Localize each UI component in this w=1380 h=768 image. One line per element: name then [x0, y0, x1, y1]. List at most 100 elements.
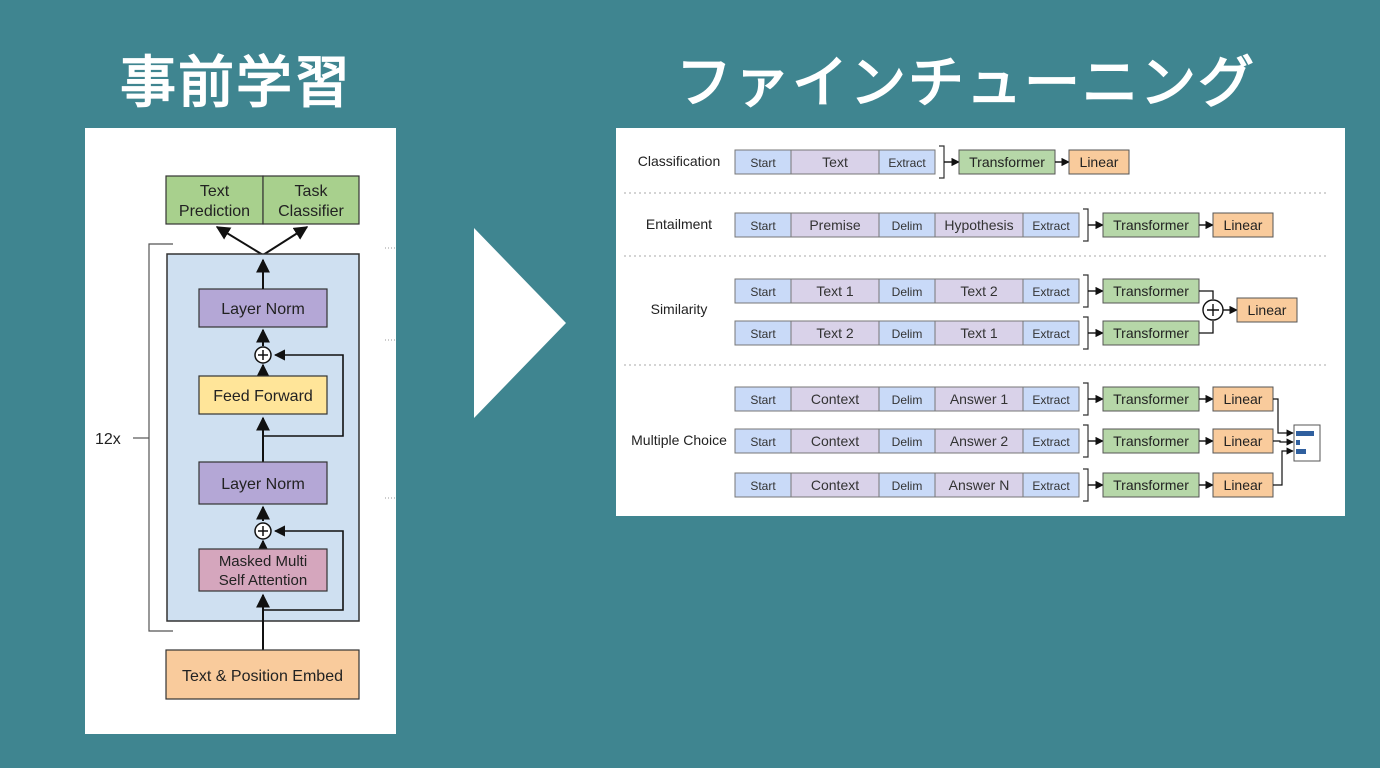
pretraining-heading: 事前学習 — [120, 51, 352, 116]
task-classifier-label-2: Classifier — [278, 203, 344, 220]
linear-box — [1236, 297, 1298, 323]
token-box — [878, 149, 936, 175]
token-box — [734, 212, 792, 238]
token-box — [1022, 278, 1080, 304]
bracket — [1083, 468, 1089, 502]
token-label: Extract — [1032, 285, 1070, 299]
token-label: Text 2 — [960, 283, 998, 299]
flow-line — [1273, 398, 1294, 437]
bracket — [1083, 274, 1089, 308]
layer-norm-bottom-box — [198, 461, 328, 505]
bracket — [1083, 382, 1089, 416]
flow-line — [1273, 438, 1294, 446]
token-box — [934, 320, 1024, 346]
task-classifier-label: Task — [295, 183, 329, 200]
play-triangle-icon — [474, 228, 566, 418]
transformer-box — [1102, 472, 1200, 498]
token-box — [790, 149, 880, 175]
masked-attention-box — [198, 548, 328, 592]
token-box — [878, 278, 936, 304]
token-box — [1022, 386, 1080, 412]
token-box — [878, 320, 936, 346]
masked-attention-label-2: Self Attention — [219, 572, 307, 589]
token-label: Start — [750, 285, 776, 299]
token-label: Extract — [1032, 479, 1070, 493]
layer-norm-top-box — [198, 288, 328, 328]
token-label: Delim — [892, 479, 923, 493]
linear-box — [1068, 149, 1130, 175]
transformer-label: Transformer — [969, 154, 1045, 170]
softmax-bar — [1296, 449, 1306, 454]
finetuning-heading: ファインチューニング — [676, 51, 1256, 116]
token-box — [934, 386, 1024, 412]
task-name-label: Similarity — [651, 301, 708, 317]
token-box — [734, 278, 792, 304]
transformer-label: Transformer — [1113, 433, 1189, 449]
linear-label: Linear — [1224, 433, 1263, 449]
text-prediction-label-2: Prediction — [179, 203, 250, 220]
token-label: Extract — [1032, 435, 1070, 449]
task-name-label: Classification — [638, 153, 720, 169]
token-label: Extract — [1032, 219, 1070, 233]
softmax-bar — [1296, 440, 1300, 445]
token-label: Delim — [892, 393, 923, 407]
feed-forward-label: Feed Forward — [213, 388, 313, 405]
token-label: Text 1 — [960, 325, 998, 341]
text-prediction-label: Text — [200, 183, 230, 200]
flow-line — [1199, 321, 1214, 334]
transformer-box — [1102, 320, 1200, 346]
token-box — [1022, 212, 1080, 238]
task-classifier-box — [262, 175, 360, 225]
bracket — [939, 145, 945, 179]
feed-forward-box — [198, 375, 328, 415]
token-box — [934, 472, 1024, 498]
task-name-label: Entailment — [646, 216, 712, 232]
transformer-box — [1102, 386, 1200, 412]
embed-label: Text & Position Embed — [182, 668, 343, 685]
token-box — [1022, 472, 1080, 498]
linear-box — [1212, 212, 1274, 238]
layer-norm-bottom-label: Layer Norm — [221, 476, 305, 493]
linear-label: Linear — [1224, 217, 1263, 233]
token-label: Answer N — [949, 477, 1010, 493]
token-box — [1022, 320, 1080, 346]
token-label: Hypothesis — [944, 217, 1013, 233]
linear-box — [1212, 472, 1274, 498]
token-box — [934, 278, 1024, 304]
text-prediction-box — [165, 175, 264, 225]
pretraining-diagram-panel: Text Prediction Task Classifier 12x Laye… — [85, 128, 396, 734]
token-label: Extract — [1032, 393, 1070, 407]
masked-attention-label: Masked Multi — [219, 553, 307, 570]
bracket — [1083, 424, 1089, 458]
token-box — [734, 386, 792, 412]
transformer-label: Transformer — [1113, 477, 1189, 493]
transformer-box — [958, 149, 1056, 175]
transformer-label: Transformer — [1113, 325, 1189, 341]
token-label: Context — [811, 477, 859, 493]
transformer-label: Transformer — [1113, 391, 1189, 407]
token-label: Extract — [888, 156, 926, 170]
token-box — [878, 386, 936, 412]
token-box — [734, 320, 792, 346]
token-label: Text 1 — [816, 283, 854, 299]
plus-icon — [1207, 304, 1219, 316]
token-label: Start — [750, 219, 776, 233]
embed-box — [165, 649, 360, 700]
task-name-label: Multiple Choice — [631, 432, 727, 448]
token-label: Start — [750, 327, 776, 341]
flow-line — [1273, 447, 1294, 486]
token-label: Answer 2 — [950, 433, 1009, 449]
linear-label: Linear — [1224, 391, 1263, 407]
token-box — [878, 472, 936, 498]
token-label: Text — [822, 154, 848, 170]
token-label: Premise — [809, 217, 861, 233]
token-box — [790, 320, 880, 346]
token-label: Start — [750, 393, 776, 407]
token-label: Delim — [892, 285, 923, 299]
transformer-label: Transformer — [1113, 217, 1189, 233]
token-label: Extract — [1032, 327, 1070, 341]
token-label: Delim — [892, 219, 923, 233]
pretraining-diagram: Text Prediction Task Classifier 12x Laye… — [95, 175, 396, 700]
